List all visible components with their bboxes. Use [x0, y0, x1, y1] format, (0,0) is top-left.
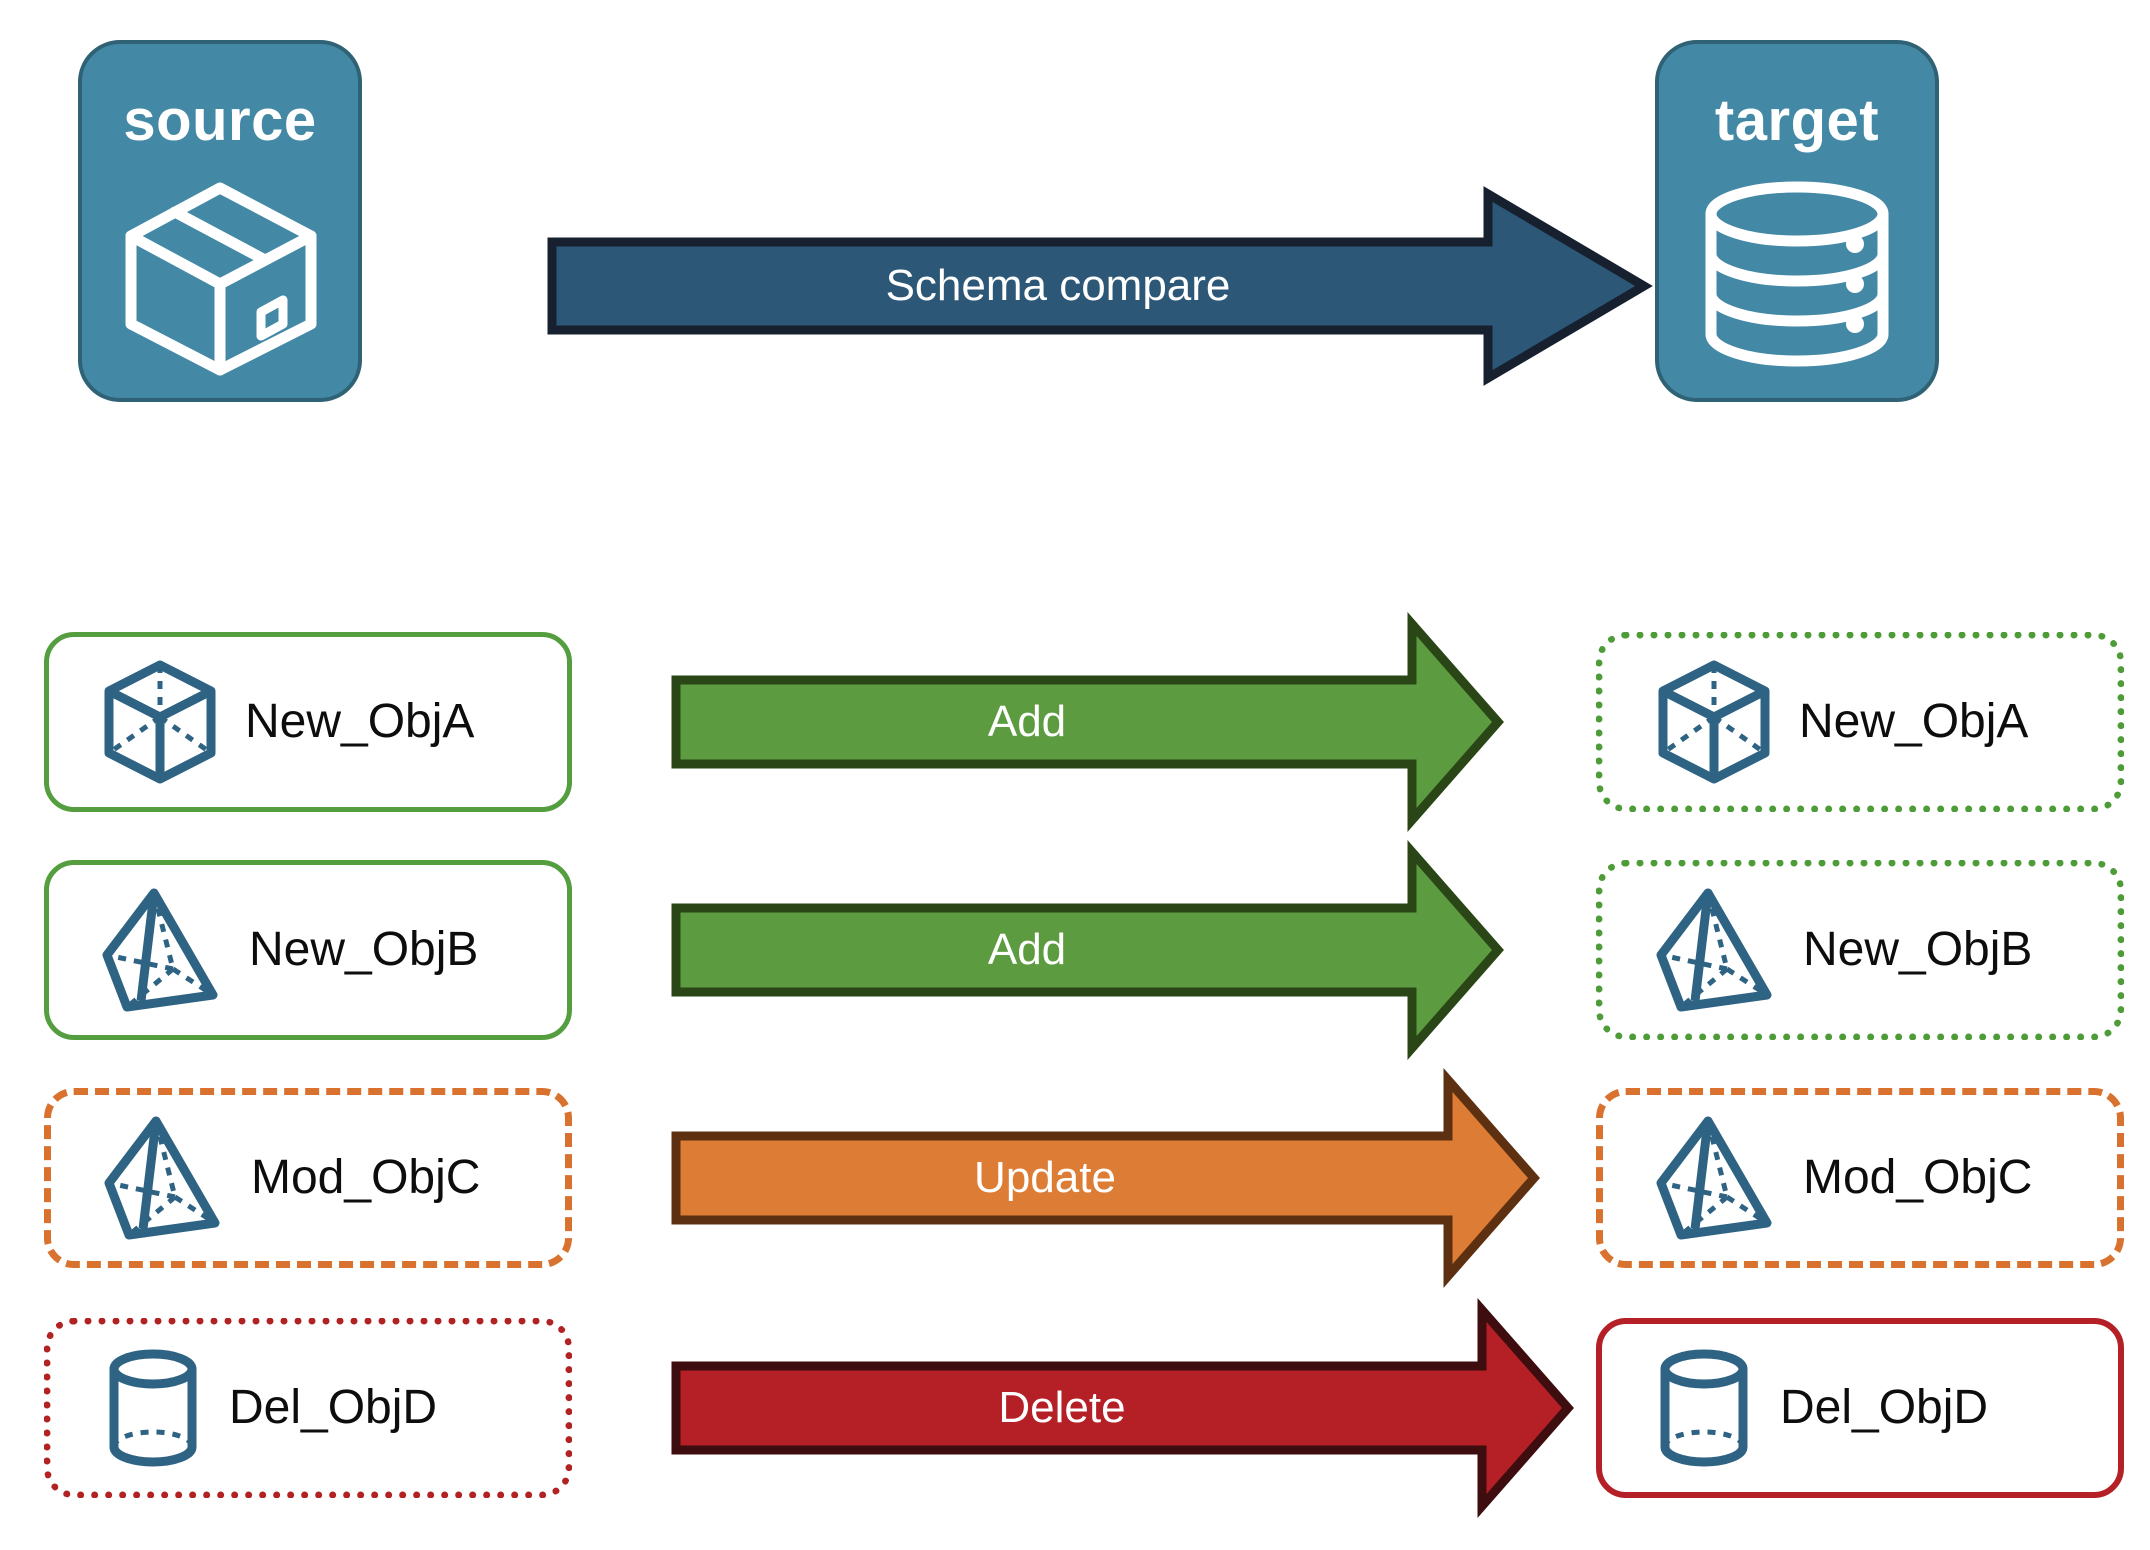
cylinder-wireframe-icon — [1654, 1345, 1754, 1471]
endpoint-source-title: source — [123, 88, 317, 153]
action-arrow-delete: Delete — [671, 1298, 1574, 1518]
cube-wireframe-icon — [1655, 659, 1773, 785]
cylinder-wireframe-icon — [103, 1345, 203, 1471]
cube-wireframe-icon — [101, 659, 219, 785]
target-object-row-4[interactable]: Del_ObjD — [1596, 1318, 2124, 1498]
pyramid-wireframe-icon — [1655, 887, 1777, 1013]
endpoint-target: target — [1655, 40, 1939, 402]
action-arrow-update: Update — [671, 1068, 1540, 1288]
schema-compare-arrow: Schema compare — [547, 186, 1653, 386]
source-object-row-1[interactable]: New_ObjA — [44, 632, 572, 812]
target-object-label-3: Mod_ObjC — [1803, 1151, 2033, 1204]
target-object-row-3[interactable]: Mod_ObjC — [1596, 1088, 2124, 1268]
source-object-row-4[interactable]: Del_ObjD — [44, 1318, 572, 1498]
source-object-label-4: Del_ObjD — [229, 1381, 438, 1434]
pyramid-wireframe-icon — [101, 887, 223, 1013]
source-object-label-2: New_ObjB — [249, 923, 479, 976]
target-object-label-2: New_ObjB — [1803, 923, 2033, 976]
target-object-row-2[interactable]: New_ObjB — [1596, 860, 2124, 1040]
endpoint-source: source — [78, 40, 362, 402]
database-cylinder-icon — [1692, 174, 1902, 374]
source-object-row-3[interactable]: Mod_ObjC — [44, 1088, 572, 1268]
pyramid-wireframe-icon — [103, 1115, 225, 1241]
source-object-label-3: Mod_ObjC — [251, 1151, 481, 1204]
target-object-label-1: New_ObjA — [1799, 695, 2029, 748]
action-arrow-add-2: Add — [671, 840, 1504, 1060]
source-object-label-1: New_ObjA — [245, 695, 475, 748]
package-box-icon — [115, 174, 325, 376]
action-arrow-add-1: Add — [671, 612, 1504, 832]
endpoint-target-title: target — [1714, 88, 1880, 153]
target-object-row-1[interactable]: New_ObjA — [1596, 632, 2124, 812]
source-object-row-2[interactable]: New_ObjB — [44, 860, 572, 1040]
pyramid-wireframe-icon — [1655, 1115, 1777, 1241]
target-object-label-4: Del_ObjD — [1780, 1381, 1989, 1434]
